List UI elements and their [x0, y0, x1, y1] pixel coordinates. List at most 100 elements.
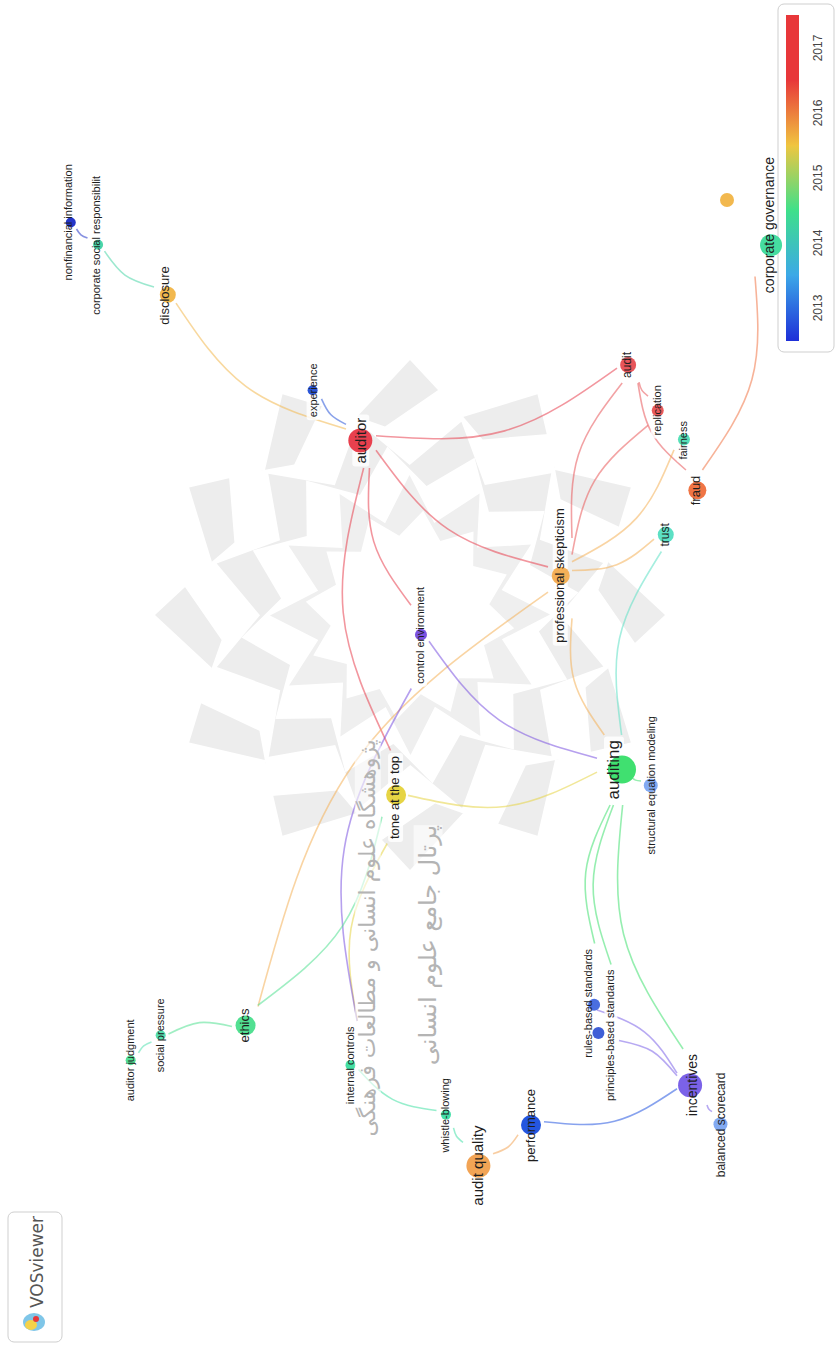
rosette-ring	[270, 475, 550, 755]
legend-swatch	[786, 145, 799, 211]
legend-label: 2017	[811, 34, 825, 61]
legend-swatch	[786, 80, 799, 146]
keyword-node: fraud	[687, 472, 707, 508]
keyword-circle	[65, 217, 75, 227]
keyword-circle	[587, 999, 599, 1011]
keyword-node: audit quality	[465, 1122, 491, 1208]
keyword-label: corporate governance	[761, 154, 777, 296]
keyword-label: social pressure	[154, 995, 167, 1075]
legend-swatch	[786, 210, 799, 276]
keyword-node: auditor	[348, 414, 374, 466]
co-occurrence-link	[376, 450, 548, 567]
keyword-label: fraud	[689, 472, 704, 508]
co-occurrence-link	[368, 468, 411, 605]
keyword-node: performance	[520, 1086, 542, 1165]
keyword-node: social pressure	[154, 995, 167, 1075]
co-occurrence-link	[429, 641, 597, 758]
keyword-node: tone at the top	[384, 753, 406, 842]
logo-frame	[8, 1212, 62, 1342]
keyword-circle	[92, 240, 102, 250]
co-occurrence-link	[77, 229, 88, 238]
keyword-node: incentives	[679, 1051, 705, 1119]
keyword-circle	[551, 566, 569, 584]
rosette-ring	[242, 447, 579, 784]
keyword-circle	[678, 1073, 702, 1097]
legend-swatch	[786, 275, 799, 341]
co-occurrence-link	[593, 805, 613, 965]
keyword-node: replication	[650, 382, 664, 438]
keyword-node: professional skepticism	[550, 505, 570, 645]
rosette-ring	[217, 422, 604, 809]
co-occurrence-link	[493, 1135, 518, 1154]
keyword-node: control environment	[413, 584, 427, 687]
keyword-label: professional skepticism	[553, 505, 568, 645]
legend-label: 2015	[811, 164, 825, 191]
keyword-label: control environment	[413, 584, 426, 687]
co-occurrence-link	[572, 425, 648, 554]
co-occurrence-link	[702, 277, 757, 470]
keyword-node: corporate governance	[757, 154, 781, 296]
keyword-circle	[466, 1153, 490, 1177]
co-occurrence-link	[570, 618, 604, 735]
keyword-circle	[348, 428, 372, 452]
legend-label: 2013	[811, 294, 825, 321]
keyword-label: tone at the top	[388, 752, 403, 841]
keyword-label: auditor judgment	[124, 1016, 137, 1104]
watermark-text: پژوهشگاه علوم انسانی و مطالعات فرهنگی	[355, 739, 381, 1136]
keyword-circle	[657, 527, 673, 543]
keyword-node: structural equation modeling	[643, 713, 659, 857]
co-occurrence-link	[571, 383, 622, 538]
keyword-circle	[520, 1115, 540, 1135]
keyword-label: audit quality	[469, 1122, 486, 1208]
keyword-circle	[155, 1030, 165, 1040]
keyword-label: structural equation modeling	[645, 713, 658, 857]
co-occurrence-link	[139, 1042, 152, 1053]
keyword-node: experience	[307, 360, 320, 420]
co-occurrence-link	[619, 1040, 677, 1075]
keyword-node: balanced scorecard	[714, 1070, 730, 1181]
co-occurrence-link	[258, 592, 548, 1006]
unlabeled-node	[720, 193, 734, 207]
keyword-label: nonfinancial information	[62, 161, 75, 283]
keyword-node: disclosure	[156, 263, 174, 328]
co-occurrence-link	[639, 382, 648, 396]
keyword-node: rules-based standards	[581, 946, 595, 1061]
logo-icon	[23, 1313, 45, 1331]
co-occurrence-link	[454, 1128, 464, 1142]
keyword-circle	[159, 287, 175, 303]
legend-label: 2016	[811, 99, 825, 126]
keyword-circle	[440, 1110, 450, 1120]
co-occurrence-link	[376, 368, 617, 439]
co-occurrence-link	[169, 1022, 233, 1034]
co-occurrence-link	[572, 450, 674, 562]
rosette-ring	[155, 360, 665, 870]
co-occurrence-link	[572, 539, 654, 570]
keyword-node: auditor judgment	[124, 1016, 137, 1104]
keyword-node: audit	[619, 349, 637, 381]
rosette-ring	[184, 389, 636, 841]
legend-label: 2014	[811, 229, 825, 256]
keyword-label: auditing	[604, 737, 624, 803]
keyword-circle	[643, 778, 657, 792]
keyword-label: trust	[658, 520, 672, 549]
keyword-node: principles-based standards	[603, 967, 617, 1104]
keyword-circle	[760, 234, 782, 256]
keyword-circle	[385, 785, 405, 805]
rosette-ring	[306, 511, 514, 719]
keyword-node: nonfinancial information	[62, 161, 75, 283]
keyword-label: performance	[524, 1085, 539, 1164]
keyword-label: whistle-blowing	[438, 1075, 451, 1156]
keyword-node: corporate social responsibilit	[90, 173, 103, 318]
keyword-circle	[608, 756, 636, 784]
keyword-label: incentives	[684, 1051, 700, 1119]
keyword-circle	[677, 434, 689, 446]
keyword-label: corporate social responsibilit	[90, 172, 103, 317]
keyword-node: ethics	[234, 1005, 256, 1045]
co-occurrence-link	[707, 1105, 712, 1112]
co-occurrence-link	[616, 552, 661, 736]
keyword-circle	[345, 1060, 355, 1070]
watermark-rosette	[155, 360, 665, 870]
keyword-label: fairness	[676, 418, 689, 463]
keyword-label: ethics	[238, 1005, 253, 1045]
keyword-circle	[414, 629, 426, 641]
